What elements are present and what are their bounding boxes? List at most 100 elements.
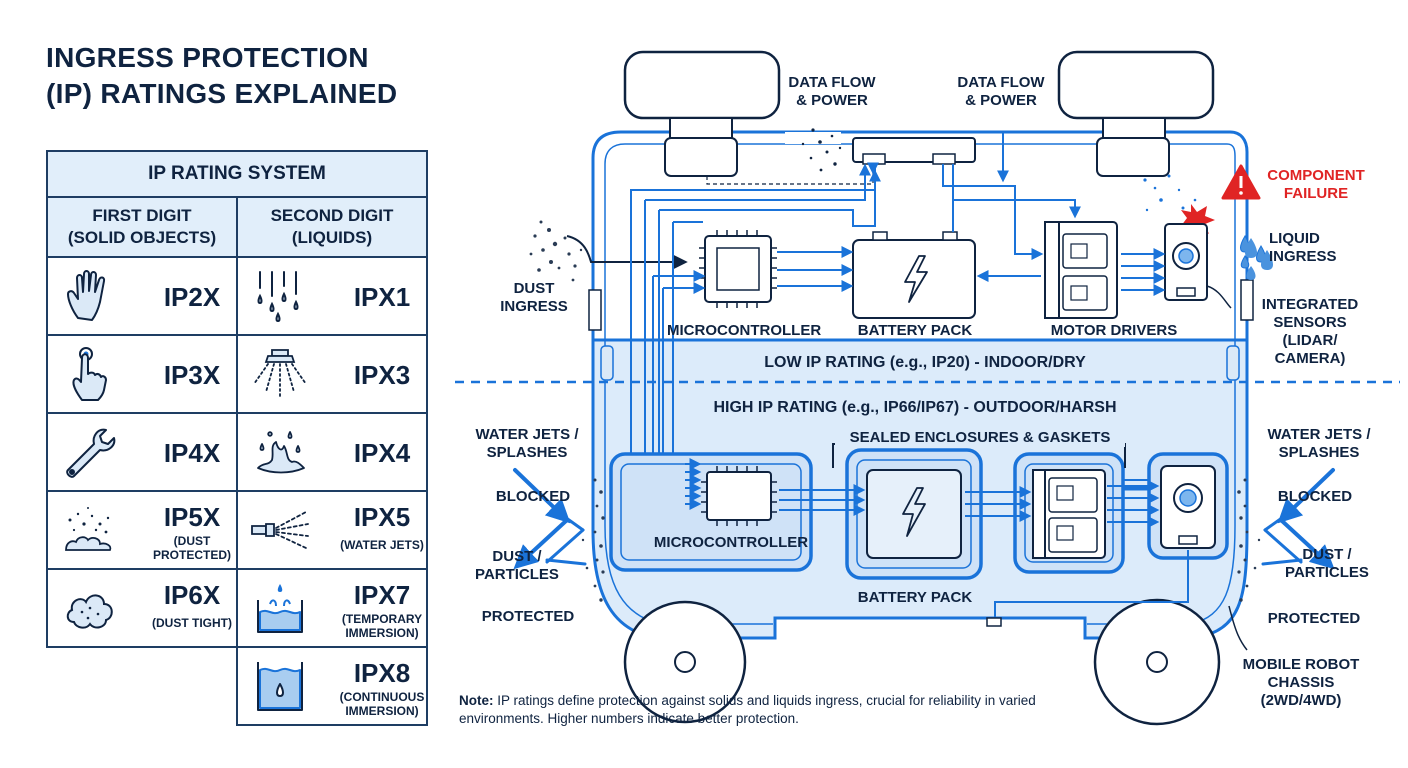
dust-icon <box>65 507 112 551</box>
title-line-1: INGRESS PROTECTION <box>46 42 369 73</box>
code-ipx7: IPX7 <box>353 580 411 610</box>
label-dust-particles-left: DUST /PARTICLES <box>475 548 559 583</box>
desc-ip5x-line1: (DUST <box>173 534 211 548</box>
dust-cloud-icon <box>66 594 113 629</box>
label-high-ip-rating: HIGH IP RATING (e.g., IP66/IP67) - OUTDO… <box>713 399 1117 416</box>
label-microcontroller-top: MICROCONTROLLER <box>667 322 822 339</box>
rating-ipx7: IPX7 (TEMPORARY IMMERSION) <box>236 568 428 648</box>
bottom-left-wheel <box>623 600 747 724</box>
dust-particles-left <box>529 220 583 282</box>
desc-ipx7-line2: IMMERSION) <box>345 626 419 640</box>
code-ipx1: IPX1 <box>353 282 411 312</box>
label-blocked-left: BLOCKED <box>495 488 571 505</box>
desc-ip6x: (DUST TIGHT) <box>152 616 232 630</box>
dust-particles-top <box>801 128 842 172</box>
label-data-flow-right: DATA FLOW& POWER <box>957 74 1045 109</box>
left-blocked-arrows <box>513 468 587 570</box>
first-digit-title: FIRST DIGIT <box>92 206 192 225</box>
code-ipx4: IPX4 <box>353 438 411 468</box>
spray-icon <box>253 349 307 397</box>
bottom-sensor <box>1160 465 1216 549</box>
desc-ipx7-line1: (TEMPORARY <box>341 612 423 626</box>
top-right-wheel <box>1057 50 1215 177</box>
top-sensor <box>1164 223 1208 301</box>
desc-ipx8: (CONTINUOUS IMMERSION) <box>328 690 436 718</box>
title-line-2: (IP) RATINGS EXPLAINED <box>46 78 398 109</box>
label-microcontroller-bottom: MICROCONTROLLER <box>653 534 809 551</box>
label-sealed-enclosures: SEALED ENCLOSURES & GASKETS <box>835 429 1125 447</box>
dust-blocked-right <box>1237 478 1261 602</box>
rating-ipx8: IPX8 (CONTINUOUS IMMERSION) <box>236 646 428 726</box>
label-data-flow-left: DATA FLOW& POWER <box>788 74 876 109</box>
code-ip5x: IP5X <box>163 502 221 532</box>
label-dust-particles-right: DUST /PARTICLES <box>1285 546 1369 581</box>
rating-ip6x: IP6X (DUST TIGHT) <box>46 568 238 648</box>
chassis-leader-line <box>1228 605 1248 651</box>
page-title: INGRESS PROTECTION (IP) RATINGS EXPLAINE… <box>46 40 446 112</box>
label-water-jets-left: WATER JETS /SPLASHES <box>475 426 579 461</box>
code-ip2x: IP2X <box>163 282 221 312</box>
rating-ip3x: IP3X <box>46 334 238 414</box>
label-protected-right: PROTECTED <box>1267 610 1361 627</box>
rating-ip4x: IP4X <box>46 412 238 492</box>
rating-ip2x: IP2X <box>46 256 238 336</box>
desc-ipx5: (WATER JETS) <box>340 538 424 552</box>
rating-ip5x: IP5X (DUST PROTECTED) <box>46 490 238 570</box>
label-blocked-right: BLOCKED <box>1277 488 1353 505</box>
desc-ipx8-line2: IMMERSION) <box>345 704 419 718</box>
right-blocked-arrows <box>1261 468 1335 570</box>
desc-ipx8-line1: (CONTINUOUS <box>339 690 425 704</box>
label-motor-drivers: MOTOR DRIVERS <box>1050 322 1178 339</box>
code-ip4x: IP4X <box>163 438 221 468</box>
code-ipx3: IPX3 <box>353 360 411 390</box>
immersion-icon <box>257 584 303 633</box>
top-battery-pack <box>852 231 976 319</box>
table-header: IP RATING SYSTEM <box>46 150 428 198</box>
robot-diagram: DATA FLOW& POWER DATA FLOW& POWER COMPON… <box>455 40 1400 730</box>
top-microcontroller <box>699 230 777 308</box>
rating-ipx3: IPX3 <box>236 334 428 414</box>
top-connector <box>852 137 976 165</box>
rating-ipx4: IPX4 <box>236 412 428 492</box>
warning-icon <box>1221 164 1261 200</box>
submerged-icon <box>257 662 303 711</box>
bottom-microcontroller <box>701 466 777 526</box>
liquid-drops-icon <box>1245 238 1273 280</box>
code-ip3x: IP3X <box>163 360 221 390</box>
bottom-connector <box>986 617 1002 627</box>
second-digit-title: SECOND DIGIT <box>270 206 394 225</box>
desc-ipx7: (TEMPORARY IMMERSION) <box>328 612 436 640</box>
code-ipx8: IPX8 <box>353 658 411 688</box>
footnote: Note: IP ratings define protection again… <box>459 692 1079 728</box>
second-digit-header: SECOND DIGIT (LIQUIDS) <box>236 196 428 258</box>
label-protected-left: PROTECTED <box>481 608 575 625</box>
robot-diagram-graphic <box>455 50 1400 726</box>
dust-blocked-left <box>581 478 605 602</box>
first-digit-header: FIRST DIGIT (SOLID OBJECTS) <box>46 196 238 258</box>
label-water-jets-right: WATER JETS /SPLASHES <box>1267 426 1371 461</box>
footnote-text: IP ratings define protection against sol… <box>459 693 1036 726</box>
bottom-motor-drivers <box>1032 469 1106 559</box>
wrench-icon <box>66 428 116 478</box>
label-battery-bottom: BATTERY PACK <box>857 589 973 606</box>
rating-ipx5: IPX5 (WATER JETS) <box>236 490 428 570</box>
code-ip6x: IP6X <box>163 580 221 610</box>
second-digit-subtitle: (LIQUIDS) <box>291 228 373 247</box>
desc-ip5x-line2: PROTECTED) <box>153 548 231 562</box>
splash-icon <box>257 431 305 474</box>
bottom-data-flow-lines <box>685 458 1189 620</box>
bottom-battery-pack <box>866 469 962 559</box>
label-battery-top: BATTERY PACK <box>857 322 973 339</box>
top-motor-drivers <box>1044 221 1118 319</box>
finger-icon <box>72 347 107 401</box>
ip-rating-table: IP RATING SYSTEM FIRST DIGIT (SOLID OBJE… <box>46 150 428 726</box>
desc-ip5x: (DUST PROTECTED) <box>138 534 246 562</box>
label-low-ip-rating: LOW IP RATING (e.g., IP20) - INDOOR/DRY <box>764 354 1086 371</box>
water-jet-icon <box>251 511 309 549</box>
dripping-water-icon <box>257 271 299 323</box>
hand-icon <box>67 270 106 321</box>
